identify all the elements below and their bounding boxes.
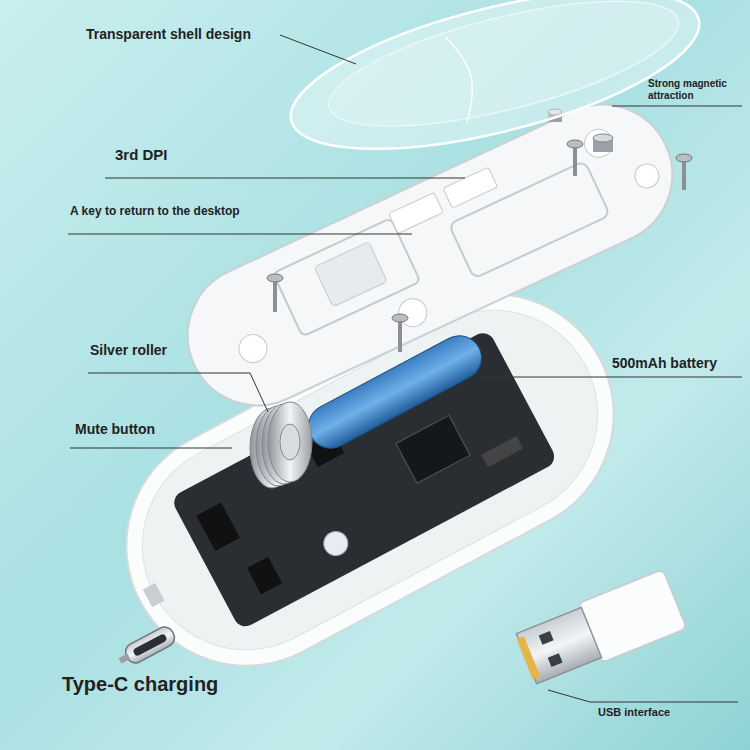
screw-head (676, 154, 692, 162)
screw-boss (631, 160, 663, 192)
leader-line (612, 106, 742, 107)
screw-head (392, 314, 408, 322)
shell-ridge (318, 0, 690, 152)
button-split (446, 33, 482, 122)
leader-line (105, 178, 465, 179)
frame-rib (273, 218, 420, 336)
screw-shaft (573, 146, 577, 176)
type-c-shell (122, 624, 177, 666)
usb-hole (539, 631, 554, 645)
screw-head (567, 140, 583, 148)
component (481, 436, 523, 467)
frame-rib (449, 161, 610, 279)
usb-contacts (516, 636, 540, 680)
leader-line (280, 35, 356, 64)
leader-line (480, 377, 742, 378)
usb-hole (548, 653, 563, 667)
leader-line (548, 690, 738, 702)
feature-heading: Type-C charging (62, 672, 218, 696)
screw-boss (234, 330, 271, 367)
usb-dongle (513, 569, 687, 689)
chip (396, 415, 470, 483)
callout-label: A key to return to the desktop (70, 204, 240, 218)
wheel-opening (314, 242, 387, 307)
screw-shaft (398, 320, 402, 352)
callout-label: 3rd DPI (115, 146, 168, 164)
callout-label: Silver roller (90, 342, 167, 359)
screws (267, 140, 692, 352)
silver-roller (250, 402, 312, 488)
switch (247, 557, 282, 595)
callout-label: 500mAh battery (612, 355, 717, 372)
callout-label: Transparent shell design (86, 26, 251, 43)
callout-label: Mute button (75, 421, 155, 438)
leader-line (68, 234, 412, 235)
usb-plug (516, 607, 601, 683)
callout-label: Strong magnetic attraction (648, 78, 742, 102)
sensor (320, 527, 352, 559)
roller-hub (280, 424, 300, 460)
leader-line (70, 448, 232, 449)
leader-line (88, 373, 268, 412)
type-c-tongue (132, 633, 168, 657)
mute-switch (196, 503, 240, 551)
desktop-button (443, 167, 498, 208)
leader-lines (68, 35, 742, 702)
screw-shaft (273, 280, 277, 312)
type-c-tab (119, 654, 131, 664)
dpi-button (389, 192, 444, 233)
port-opening (143, 583, 165, 607)
callout-label: USB interface (598, 706, 670, 719)
magnet-top (593, 134, 613, 142)
screw-head (267, 274, 283, 282)
type-c-connector (115, 624, 177, 670)
roller-ring (268, 402, 312, 482)
screw-shaft (682, 160, 686, 190)
screw-boss (580, 125, 617, 162)
